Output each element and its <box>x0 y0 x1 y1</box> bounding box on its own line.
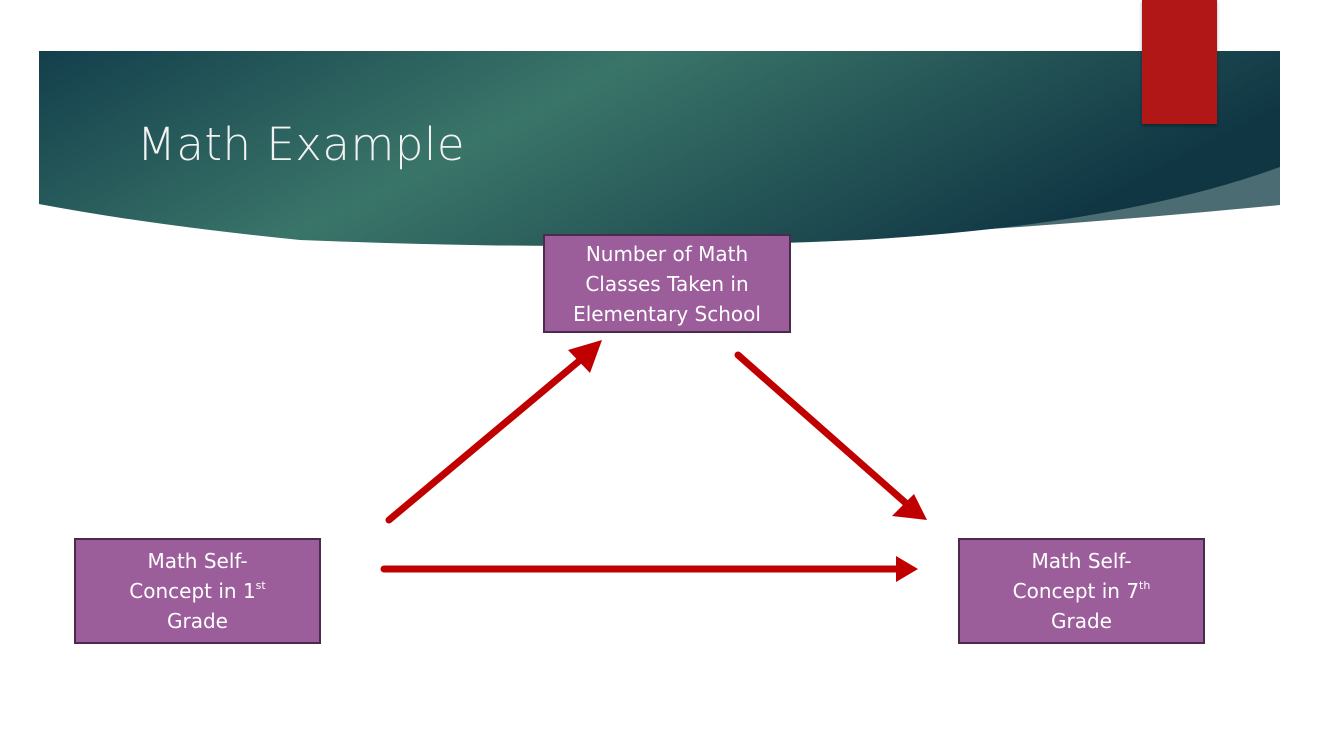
node-line: Concept in 7th <box>1013 576 1151 606</box>
node-line: Math Self- <box>147 549 248 573</box>
node-line: Classes Taken in <box>585 271 749 296</box>
ordinal-suffix: th <box>1139 579 1151 592</box>
node-self-concept-7th-grade: Math Self- Concept in 7th Grade <box>958 538 1205 644</box>
node-line: Elementary School <box>573 301 761 326</box>
node-line: Math Self- <box>1031 549 1132 573</box>
node-math-classes: Number of Math Classes Taken in Elementa… <box>543 234 791 333</box>
arrow-predictor-to-mediator <box>385 340 602 524</box>
node-line-text: Concept in 7 <box>1012 579 1140 603</box>
accent-tab <box>1142 0 1217 124</box>
node-line: Number of Math <box>585 241 749 266</box>
node-line: Grade <box>1051 609 1112 633</box>
node-line-text: Concept in 1 <box>129 579 256 603</box>
node-self-concept-1st-grade: Math Self- Concept in 1st Grade <box>74 538 321 644</box>
ordinal-suffix: st <box>255 579 266 592</box>
arrow-predictor-to-outcome <box>380 556 918 582</box>
arrow-mediator-to-outcome <box>734 351 927 520</box>
node-line: Concept in 1st <box>129 576 265 606</box>
title-banner <box>39 51 1280 247</box>
node-line: Grade <box>167 609 228 633</box>
slide-title: Math Example <box>137 118 466 171</box>
